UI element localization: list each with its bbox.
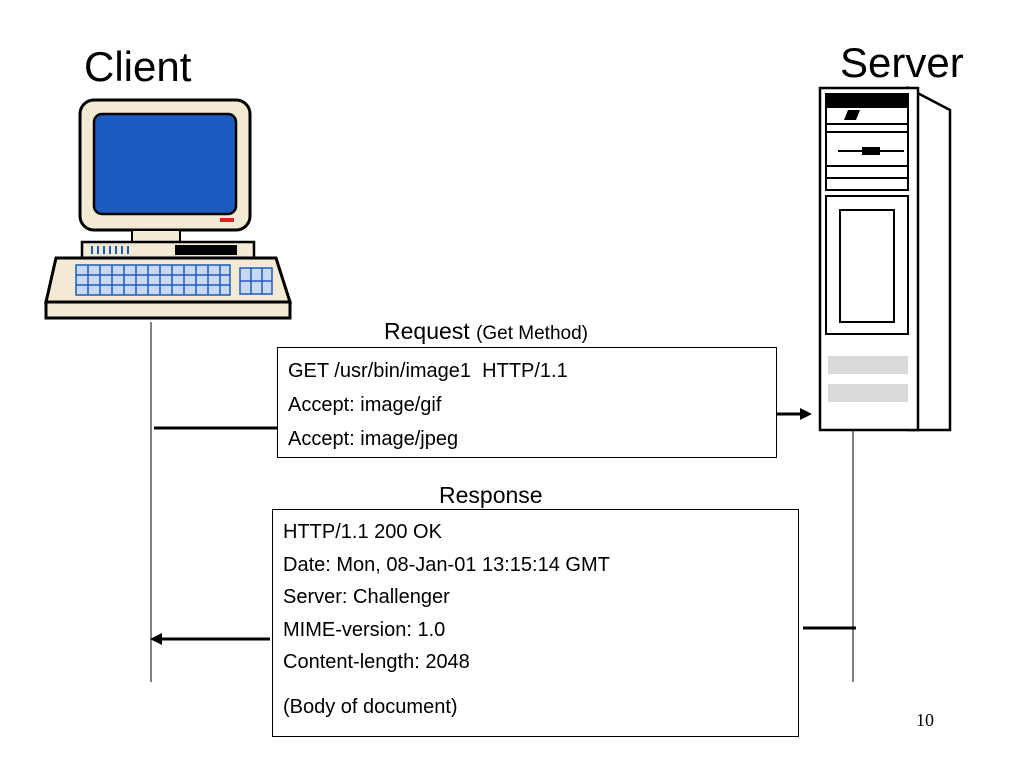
response-header: MIME-version: 1.0 bbox=[283, 618, 446, 641]
request-message-box: GET /usr/bin/image1 HTTP/1.1 Accept: ima… bbox=[277, 347, 777, 458]
response-header: Date: Mon, 08-Jan-01 13:15:14 GMT bbox=[283, 553, 610, 576]
request-arrow bbox=[154, 408, 812, 430]
request-label: Request (Get Method) bbox=[384, 318, 588, 344]
request-method-note: (Get Method) bbox=[476, 323, 588, 344]
request-header: Accept: image/jpeg bbox=[288, 428, 459, 450]
response-label: Response bbox=[439, 482, 543, 508]
server-title: Server bbox=[840, 39, 964, 86]
client-computer-icon bbox=[44, 98, 293, 320]
request-header: Accept: image/gif bbox=[288, 394, 442, 416]
request-label-text: Request bbox=[384, 318, 470, 344]
request-line: GET /usr/bin/image1 HTTP/1.1 bbox=[288, 360, 568, 382]
server-tower-icon bbox=[818, 85, 952, 432]
response-message-box: HTTP/1.1 200 OK Date: Mon, 08-Jan-01 13:… bbox=[272, 509, 799, 737]
page-number: 10 bbox=[916, 710, 934, 730]
response-header: Server: Challenger bbox=[283, 586, 450, 608]
client-title: Client bbox=[84, 43, 192, 90]
response-body: (Body of document) bbox=[283, 695, 458, 718]
response-status-line: HTTP/1.1 200 OK bbox=[283, 521, 442, 543]
response-arrow bbox=[150, 626, 856, 645]
response-header: Content-length: 2048 bbox=[283, 651, 470, 673]
